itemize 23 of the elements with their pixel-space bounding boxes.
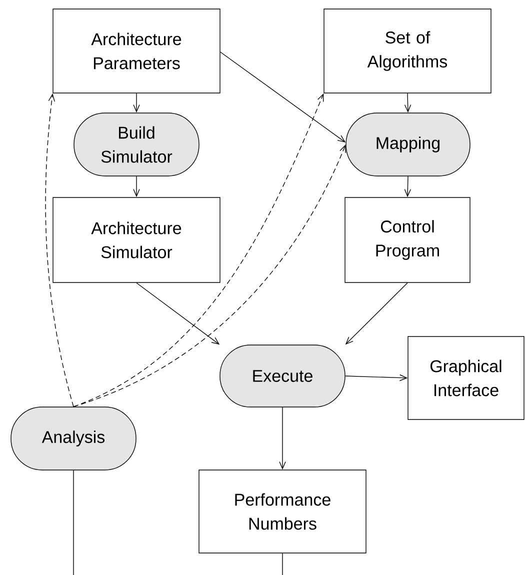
process-box: Architecture Parameters bbox=[52, 8, 220, 94]
arrow bbox=[136, 282, 220, 345]
process-box: Architecture Simulator bbox=[52, 197, 220, 283]
connector-line bbox=[73, 470, 74, 575]
process-box: Control Program bbox=[344, 197, 470, 283]
arrow bbox=[279, 407, 286, 470]
dashed-arrow bbox=[73, 144, 346, 407]
arrow bbox=[220, 52, 346, 142]
arrow bbox=[133, 93, 140, 113]
action-terminal: Build Simulator bbox=[74, 112, 200, 176]
arrow bbox=[404, 93, 412, 113]
action-terminal: Execute bbox=[220, 344, 346, 408]
arrow bbox=[345, 374, 408, 382]
process-box: Performance Numbers bbox=[198, 470, 366, 554]
action-terminal: Analysis bbox=[10, 406, 136, 470]
arrow bbox=[345, 282, 408, 345]
process-box: Graphical Interface bbox=[408, 336, 524, 420]
dashed-arrow bbox=[45, 93, 74, 407]
process-box: Set of Algorithms bbox=[324, 8, 492, 94]
connector-line bbox=[282, 553, 283, 575]
arrow bbox=[133, 176, 140, 198]
action-terminal: Mapping bbox=[346, 112, 470, 176]
arrow bbox=[404, 176, 412, 198]
